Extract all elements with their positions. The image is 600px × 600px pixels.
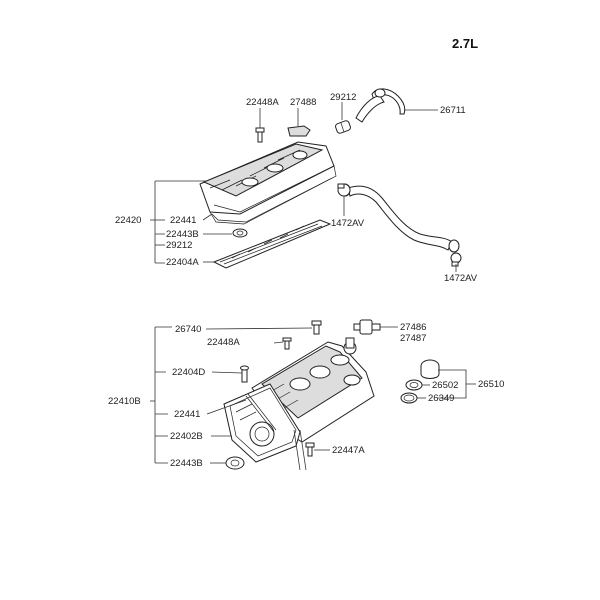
label-26349: 26349 [428,393,454,404]
bolt-22448A-lower [282,337,292,350]
label-27486: 27486 [400,322,426,333]
label-22441-lower: 22441 [174,409,200,420]
label-26510: 26510 [478,379,504,390]
engine-label: 2.7L [452,36,478,51]
label-1472AV-a: 1472AV [331,218,365,229]
pcv-valve-27486 [353,319,381,335]
breather-hose [339,183,460,253]
label-22410B: 22410B [108,396,141,407]
label-29212-top: 29212 [330,92,356,103]
seal-26502 [405,379,423,391]
gasket-22441-lower [245,393,277,433]
clamp-1472AV-b [450,252,462,267]
label-22443B-lower: 22443B [170,458,203,469]
oil-filler-cap-26510 [420,359,440,379]
gasket-26349 [400,392,418,404]
hose-26711 [355,88,406,123]
clamp-1472AV-a [337,183,351,197]
label-22404D: 22404D [172,367,205,378]
label-22448A-lower: 22448A [207,337,240,348]
label-26740: 26740 [175,324,201,335]
label-22402B: 22402B [170,431,203,442]
label-22443B-upper: 22443B [166,229,199,240]
valve-cover-22420 [199,141,337,225]
gasket-22404A [212,219,332,269]
bolt-22448A-top [255,127,265,143]
label-29212: 29212 [166,240,192,251]
pcv-valve-29212 [335,120,351,134]
label-27488: 27488 [290,97,316,108]
stud-22404D [240,365,249,383]
leader-lines-upper [150,102,457,272]
upper-assembly: 22448A 27488 29212 26711 22420 22441 224… [115,88,478,284]
clip-27488 [287,125,311,137]
label-27487: 27487 [400,333,426,344]
label-1472AV-b: 1472AV [444,273,478,284]
gasket-22402B [223,383,301,463]
label-22420: 22420 [115,215,141,226]
grommet-22443B-lower [225,456,245,470]
label-22447A: 22447A [332,445,365,456]
label-26711: 26711 [440,105,466,116]
sensor-26740 [311,320,322,335]
bolt-22447A [305,442,315,457]
lower-assembly: 26740 22448A 22404D 22410B 22441 22402B … [108,319,504,471]
label-22404A: 22404A [166,257,199,268]
gasket-22441 [211,177,333,223]
leader-lines-lower [150,326,476,471]
label-22441-upper: 22441 [170,215,196,226]
grommet-22443B-top [232,228,248,238]
label-26502: 26502 [432,380,458,391]
label-22448A-upper: 22448A [246,97,279,108]
